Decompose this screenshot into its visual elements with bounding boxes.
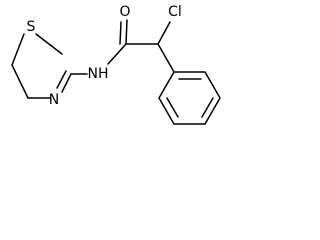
bond-s1-c5 (11, 33, 25, 66)
phenyl-double-2 (166, 97, 179, 118)
bond-carbonyl-o-inner (119, 21, 122, 45)
structure-diagram: S N NH O Cl (11, 4, 221, 125)
atom-chlorine: Cl (168, 4, 182, 20)
bond-nh-carbonyl (107, 43, 127, 65)
bond-s1-c2 (35, 33, 63, 55)
atom-sulfur: S (27, 19, 36, 35)
phenyl-ring (158, 71, 221, 125)
bond-c5-c4 (11, 64, 29, 99)
phenyl-double-3 (201, 97, 214, 118)
bond-n3-c2-outer (61, 73, 72, 93)
bond-alpha-phenyl (157, 43, 175, 73)
bond-carbonyl-o-outer (125, 19, 128, 45)
atom-labels: S N NH O Cl (27, 4, 182, 108)
thiazoline-ring (11, 33, 72, 99)
bond-n3-c2-inner (56, 70, 67, 89)
phenyl-outline (158, 71, 221, 125)
atom-oxygen: O (119, 4, 130, 20)
amide-linker (70, 19, 175, 75)
atom-amide-nh: NH (88, 66, 109, 82)
atom-ring-nitrogen: N (49, 92, 59, 108)
bond-alpha-cl (157, 21, 171, 45)
